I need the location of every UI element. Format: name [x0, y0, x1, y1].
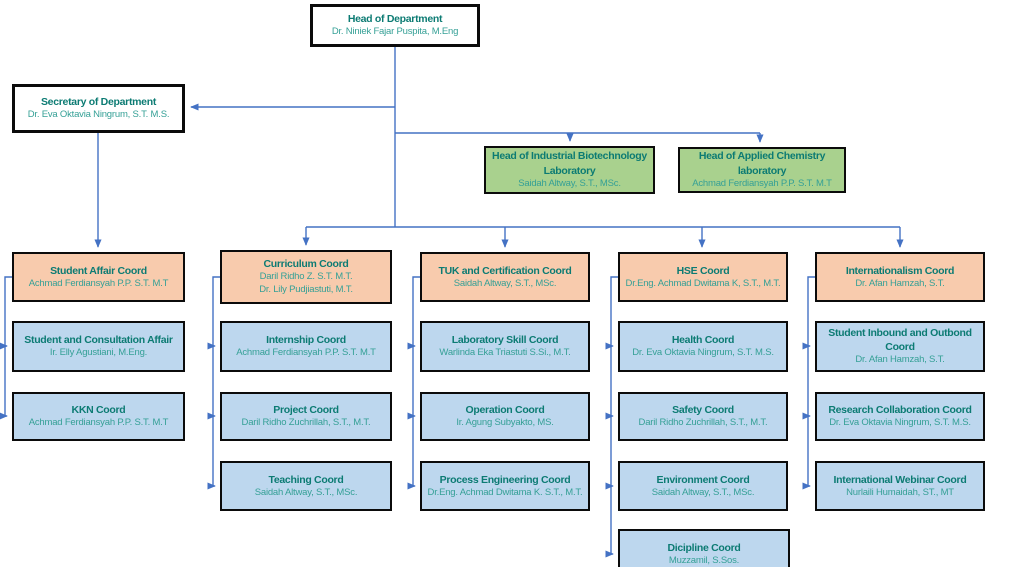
box-person: Achmad Ferdiansyah P.P. S.T. M.T	[236, 347, 376, 359]
box-person: Saidah Altway, S.T., MSc.	[254, 486, 358, 498]
box-person: Ir. Elly Agustiani, M.Eng.	[49, 347, 148, 359]
box-title: Head of Industrial Biotechnology Laborat…	[492, 150, 647, 177]
org-box-tuk-certification-coord[interactable]: TUK and Certification Coord Saidah Altwa…	[420, 252, 590, 302]
box-title: Internationalism Coord	[845, 264, 955, 277]
box-person: Dr. Eva Oktavia Ningrum, S.T. M.S.	[27, 109, 170, 121]
box-title: Operation Coord	[465, 404, 545, 416]
org-box-process-engineering-coord[interactable]: Process Engineering Coord Dr.Eng. Achmad…	[420, 461, 590, 511]
org-box-laboratory-skill-coord[interactable]: Laboratory Skill Coord Warlinda Eka Tria…	[420, 321, 590, 372]
org-box-student-affair-coord[interactable]: Student Affair Coord Achmad Ferdiansyah …	[12, 252, 185, 302]
box-title: TUK and Certification Coord	[438, 264, 572, 277]
box-title: Head of Department	[347, 13, 443, 25]
org-box-operation-coord[interactable]: Operation Coord Ir. Agung Subyakto, MS.	[420, 392, 590, 441]
box-title: Laboratory Skill Coord	[451, 334, 559, 346]
org-box-secretary-of-department[interactable]: Secretary of Department Dr. Eva Oktavia …	[12, 84, 185, 133]
box-person: Dr. Afan Hamzah, S.T.	[855, 277, 945, 289]
box-title: Research Collaboration Coord	[828, 404, 972, 416]
org-box-project-coord[interactable]: Project Coord Daril Ridho Zuchrillah, S.…	[220, 392, 392, 441]
org-box-environment-coord[interactable]: Environment Coord Saidah Altway, S.T., M…	[618, 461, 788, 511]
org-box-curriculum-coord[interactable]: Curriculum Coord Daril Ridho Z. S.T. M.T…	[220, 250, 392, 304]
box-person: Saidah Altway, S.T., MSc.	[453, 277, 557, 289]
box-title: International Webinar Coord	[833, 473, 967, 486]
wire-col5-spine	[807, 276, 815, 486]
box-title: Curriculum Coord	[263, 258, 349, 271]
box-person: Achmad Ferdiansyah P.P. S.T. M.T	[28, 417, 169, 429]
box-person: Achmad Ferdiansyah P.P. S.T. M.T	[692, 177, 832, 189]
org-box-industrial-biotechnology-lab[interactable]: Head of Industrial Biotechnology Laborat…	[484, 146, 655, 194]
wire-col2-spine	[212, 276, 220, 486]
box-person: Ir. Agung Subyakto, MS.	[456, 417, 554, 429]
org-box-student-consultation-affair[interactable]: Student and Consultation Affair Ir. Elly…	[12, 321, 185, 372]
box-title: Student Inbound and Outbond Coord	[828, 326, 972, 354]
org-box-health-coord[interactable]: Health Coord Dr. Eva Oktavia Ningrum, S.…	[618, 321, 788, 372]
box-title: Process Engineering Coord	[439, 473, 571, 486]
box-person: Dr. Eva Oktavia Ningrum, S.T. M.S.	[632, 347, 774, 359]
org-box-research-collaboration-coord[interactable]: Research Collaboration Coord Dr. Eva Okt…	[815, 392, 985, 441]
org-box-dicipline-coord[interactable]: Dicipline Coord Muzzamil, S.Sos.	[618, 529, 790, 567]
box-title: HSE Coord	[676, 264, 730, 277]
wire-col1-spine	[4, 276, 12, 416]
box-title: Project Coord	[273, 404, 339, 416]
box-person: Muzzamil, S.Sos.	[668, 554, 740, 566]
box-person: Dr. Eva Oktavia Ningrum, S.T. M.S.	[829, 417, 971, 429]
box-person: Nurlaili Humaidah, ST., MT	[846, 486, 954, 498]
org-box-hse-coord[interactable]: HSE Coord Dr.Eng. Achmad Dwitama K, S.T.…	[618, 252, 788, 302]
wire-col4-spine	[610, 276, 618, 554]
box-person: Dr. Afan Hamzah, S.T.	[855, 354, 945, 366]
org-box-teaching-coord[interactable]: Teaching Coord Saidah Altway, S.T., MSc.	[220, 461, 392, 511]
box-title: Dicipline Coord	[667, 541, 741, 554]
box-title: Safety Coord	[672, 404, 734, 416]
box-person: Daril Ridho Zuchrillah, S.T., M.T.	[241, 417, 371, 429]
box-person: Dr.Eng. Achmad Dwitama K. S.T., M.T.	[427, 486, 583, 498]
box-title: Health Coord	[671, 334, 735, 346]
box-person: Saidah Altway, S.T., MSc.	[518, 177, 621, 189]
box-person: Dr. Lily Pudjiastuti, M.T.	[259, 284, 353, 296]
org-box-kkn-coord[interactable]: KKN Coord Achmad Ferdiansyah P.P. S.T. M…	[12, 392, 185, 441]
org-box-student-inbound-outbond-coord[interactable]: Student Inbound and Outbond Coord Dr. Af…	[815, 321, 985, 372]
org-box-internship-coord[interactable]: Internship Coord Achmad Ferdiansyah P.P.…	[220, 321, 392, 372]
box-title: Internship Coord	[266, 334, 346, 346]
org-box-applied-chemistry-lab[interactable]: Head of Applied Chemistry laboratory Ach…	[678, 147, 846, 193]
box-person: Saidah Altway, S.T., MSc.	[651, 486, 755, 498]
wire-col3-spine	[412, 276, 420, 486]
box-title: Secretary of Department	[40, 96, 157, 108]
box-person: Daril Ridho Z. S.T. M.T.	[259, 271, 353, 283]
org-box-international-webinar-coord[interactable]: International Webinar Coord Nurlaili Hum…	[815, 461, 985, 511]
box-title: Environment Coord	[656, 473, 750, 486]
box-title: Head of Applied Chemistry laboratory	[698, 150, 826, 177]
box-person: Achmad Ferdiansyah P.P. S.T. M.T	[28, 277, 169, 289]
box-person: Warlinda Eka Triastuti S.Si., M.T.	[439, 347, 571, 359]
box-title: KKN Coord	[71, 404, 126, 416]
box-person: Dr. Niniek Fajar Puspita, M.Eng	[331, 26, 459, 38]
org-box-internationalism-coord[interactable]: Internationalism Coord Dr. Afan Hamzah, …	[815, 252, 985, 302]
box-title: Student Affair Coord	[50, 264, 147, 277]
box-person: Dr.Eng. Achmad Dwitama K, S.T., M.T.	[625, 277, 781, 289]
box-title: Teaching Coord	[268, 473, 344, 486]
box-title: Student and Consultation Affair	[24, 334, 173, 346]
org-box-safety-coord[interactable]: Safety Coord Daril Ridho Zuchrillah, S.T…	[618, 392, 788, 441]
box-person: Daril Ridho Zuchrillah, S.T., M.T.	[638, 417, 768, 429]
org-box-head-of-department[interactable]: Head of Department Dr. Niniek Fajar Pusp…	[310, 4, 480, 47]
